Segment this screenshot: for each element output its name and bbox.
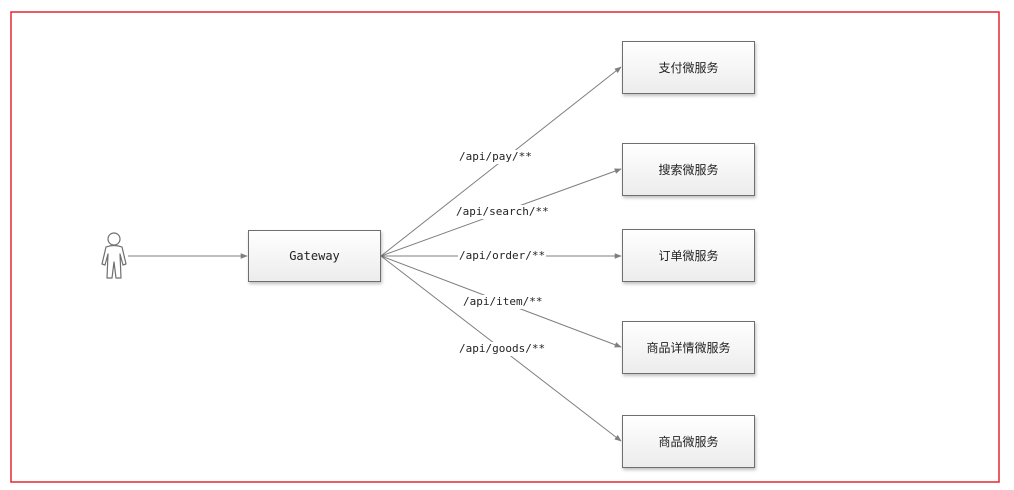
- route-label-goods: /api/goods/**: [458, 342, 547, 356]
- service-node-order[interactable]: 订单微服务: [622, 229, 755, 282]
- route-label-order: /api/order/**: [458, 249, 547, 263]
- service-label-search: 搜索微服务: [658, 163, 719, 177]
- gateway-node[interactable]: Gateway: [248, 230, 381, 282]
- gateway-label: Gateway: [289, 249, 340, 263]
- service-node-item[interactable]: 商品详情微服务: [622, 321, 755, 374]
- service-node-pay[interactable]: 支付微服务: [622, 41, 755, 94]
- diagram-frame: [10, 11, 1000, 483]
- route-label-search: /api/search/**: [455, 205, 550, 219]
- service-label-pay: 支付微服务: [658, 61, 719, 75]
- route-label-item: /api/item/**: [462, 295, 544, 309]
- person-icon: [101, 232, 127, 279]
- service-node-search[interactable]: 搜索微服务: [622, 143, 755, 196]
- service-label-order: 订单微服务: [658, 249, 719, 263]
- route-label-pay: /api/pay/**: [458, 150, 533, 164]
- service-node-goods[interactable]: 商品微服务: [622, 415, 755, 468]
- service-label-goods: 商品微服务: [658, 435, 719, 449]
- service-label-item: 商品详情微服务: [646, 341, 731, 355]
